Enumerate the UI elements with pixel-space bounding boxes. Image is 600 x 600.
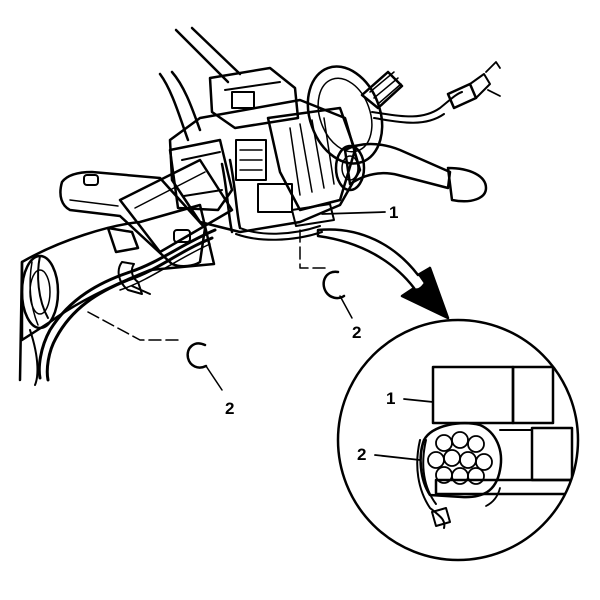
clip-c-upper bbox=[322, 270, 346, 300]
detail-arrow bbox=[316, 228, 450, 320]
callout-2-lower: 2 bbox=[87, 311, 234, 418]
turn-signal-lever bbox=[334, 142, 488, 203]
callout-1-main: 1 bbox=[321, 203, 398, 222]
detail-view: 1 2 bbox=[336, 318, 580, 562]
detail-clip-wire bbox=[416, 439, 446, 529]
steering-shaft-end bbox=[360, 70, 404, 110]
detail-circle bbox=[336, 318, 580, 562]
tube-clip bbox=[106, 226, 151, 295]
column-housing bbox=[118, 26, 362, 254]
steering-column-tube bbox=[18, 203, 216, 386]
mounting-bracket bbox=[59, 170, 207, 268]
electrical-connector bbox=[371, 61, 501, 124]
clip-c-lower bbox=[186, 342, 208, 369]
label-2-lower: 2 bbox=[225, 399, 234, 418]
detail-label-1: 1 bbox=[386, 389, 395, 408]
detail-wire-bundle bbox=[419, 421, 503, 499]
label-2-upper: 2 bbox=[352, 323, 361, 342]
housing-harness bbox=[220, 158, 335, 241]
label-1-main: 1 bbox=[389, 203, 398, 222]
detail-label-2: 2 bbox=[357, 445, 366, 464]
detail-housing-block bbox=[431, 365, 515, 425]
callout-2-upper: 2 bbox=[299, 229, 361, 342]
wiring-harness bbox=[37, 228, 217, 382]
